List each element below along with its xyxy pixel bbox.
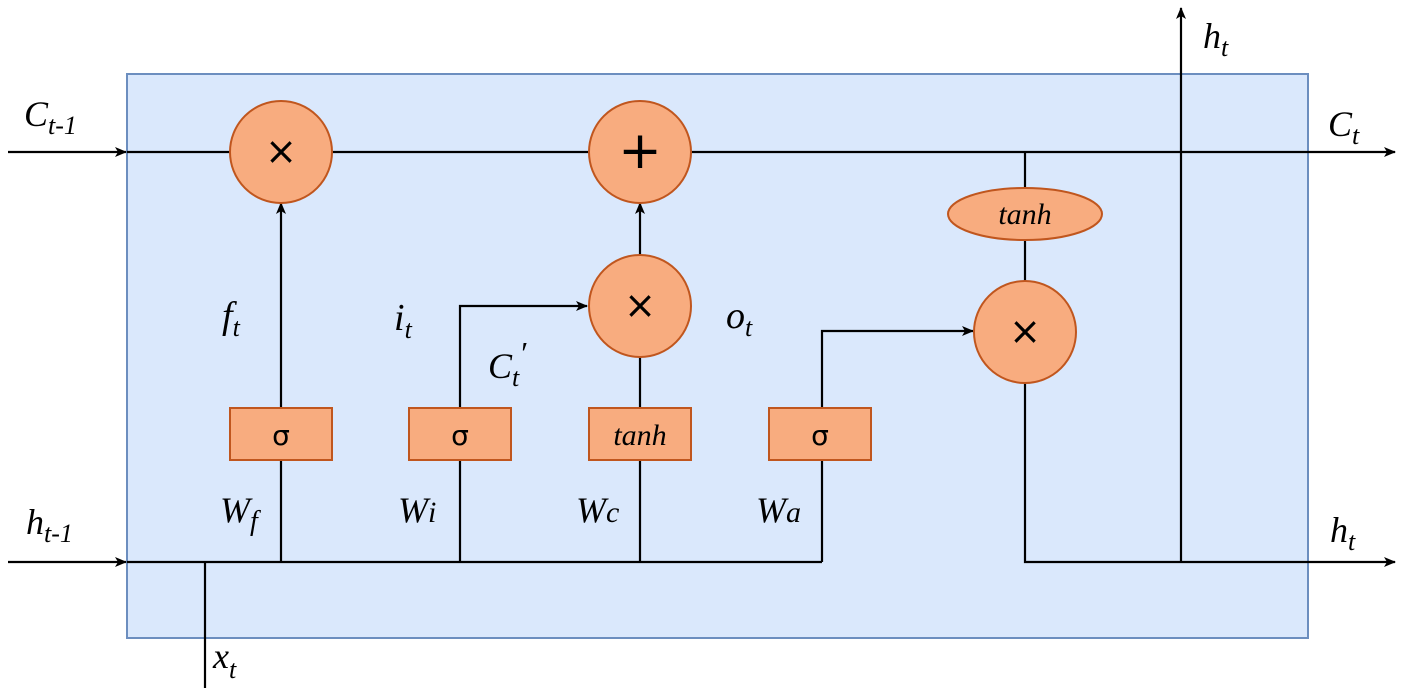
cell-tanh-label: tanh: [998, 198, 1051, 231]
input-mult-node: ×: [588, 254, 692, 358]
x-t-label: xt: [212, 636, 237, 684]
output-gate-box: σ: [768, 407, 872, 461]
candidate-output-label: Ct′: [488, 335, 527, 392]
cell-tanh-node: tanh: [947, 187, 1103, 241]
forget-mult-symbol: ×: [265, 129, 297, 173]
forget-mult-node: ×: [229, 100, 333, 204]
c-t-label: Ct: [1328, 104, 1360, 150]
input-weight-label: Wi: [398, 490, 436, 530]
forget-weight-label: Wf: [220, 490, 261, 537]
h-t-right-label: ht: [1330, 510, 1356, 556]
candidate-box: tanh: [588, 407, 692, 461]
input-gate-arrow: [458, 301, 588, 408]
cell-add-node: +: [588, 100, 692, 204]
h-t-top-label: ht: [1203, 16, 1229, 62]
c-prev-label: Ct-1: [24, 94, 77, 140]
output-gate-arrow: [820, 326, 974, 408]
output-weight-label: Wa: [756, 490, 801, 530]
input-gate-box: σ: [408, 407, 512, 461]
candidate-weight-label: Wc: [576, 490, 619, 530]
input-gate-activation: σ: [451, 419, 469, 452]
forget-gate-box: σ: [229, 407, 333, 461]
output-gate-output-label: ot: [726, 295, 753, 342]
forget-gate-activation: σ: [272, 419, 290, 452]
output-mult-to-ht-line: [1023, 383, 1396, 567]
output-mult-node: ×: [973, 280, 1077, 384]
connections: [8, 7, 1396, 688]
candidate-activation: tanh: [613, 419, 666, 452]
output-gate-activation: σ: [811, 419, 829, 452]
input-mult-symbol: ×: [624, 283, 656, 327]
output-mult-symbol: ×: [1009, 309, 1041, 353]
input-output-label: it: [394, 297, 413, 344]
cell-add-symbol: +: [618, 121, 662, 181]
h-prev-label: ht-1: [26, 502, 73, 548]
